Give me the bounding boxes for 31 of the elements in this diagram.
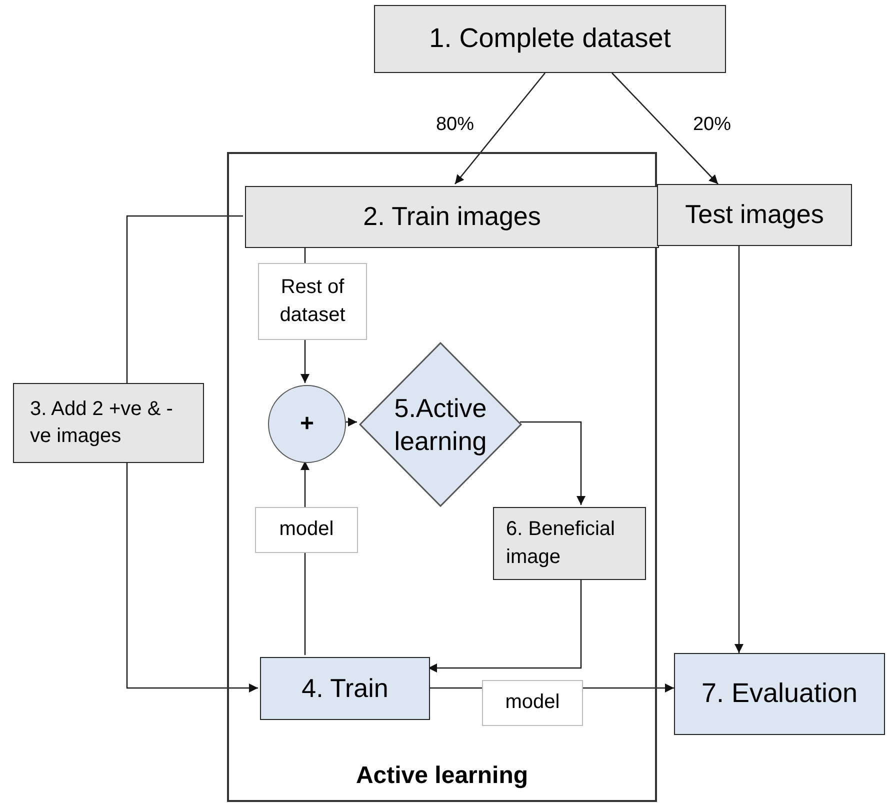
node-label: 6. Beneficial image <box>506 517 616 570</box>
node-label: 3. Add 2 +ve & -ve images <box>30 396 174 449</box>
node-label: 5.Active learning <box>393 392 488 457</box>
node-label: 4. Train <box>302 672 388 705</box>
arrow <box>428 578 582 672</box>
group-title: Active learning <box>356 762 528 789</box>
edge-label: model <box>255 507 358 553</box>
arrow <box>520 421 586 505</box>
edge-label: model <box>482 680 583 726</box>
group-frame <box>227 152 657 802</box>
arrow <box>454 72 546 184</box>
arrow <box>612 72 718 184</box>
decision-diamond <box>359 342 522 507</box>
process-box <box>674 653 885 735</box>
process-box <box>493 507 646 580</box>
process-box <box>13 383 204 463</box>
arrow <box>344 418 357 426</box>
arrow <box>126 463 258 692</box>
process-box <box>245 186 659 248</box>
node-label: 2. Train images <box>363 200 541 234</box>
process-box <box>657 184 852 246</box>
edge-label: Rest of dataset <box>258 263 367 340</box>
arrow <box>734 246 744 653</box>
process-box <box>260 657 430 720</box>
node-label: 1. Complete dataset <box>429 22 671 56</box>
edge-label: 20% <box>692 112 732 137</box>
node-label: Test images <box>685 198 824 232</box>
edge-label: 80% <box>434 112 476 137</box>
node-label: + <box>300 409 314 439</box>
process-box <box>374 5 726 73</box>
node-label: 7. Evaluation <box>701 677 858 710</box>
